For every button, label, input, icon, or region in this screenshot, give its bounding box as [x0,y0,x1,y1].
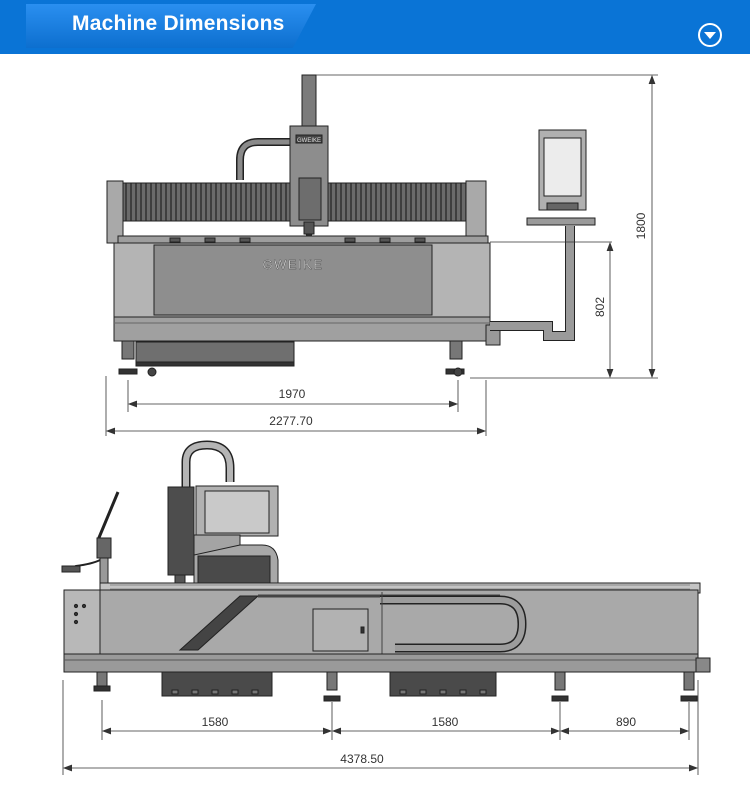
dim-inner-width: 1970 [279,387,306,401]
front-brand-label: GWEIKE [262,257,323,272]
dim-seg1: 1580 [202,715,229,729]
header-banner: Machine Dimensions [0,0,750,54]
machine-drawing: GWEIKE GWEIKE [61,74,711,775]
dim-overall-width: 2277.70 [269,414,313,428]
side-dimensions [62,680,699,775]
front-view: GWEIKE GWEIKE [106,74,596,377]
title-tab [26,4,316,48]
chevron-down-circle-icon[interactable] [697,22,723,48]
dim-height-total: 1800 [634,212,648,239]
dim-table-height: 802 [593,297,607,317]
front-dimensions [105,74,658,436]
side-view [61,440,711,702]
dim-seg2: 1580 [432,715,459,729]
head-brand-label: GWEIKE [297,138,321,144]
dim-seg3: 890 [616,715,636,729]
page-title: Machine Dimensions [72,12,285,35]
dim-overall-length: 4378.50 [340,752,384,766]
